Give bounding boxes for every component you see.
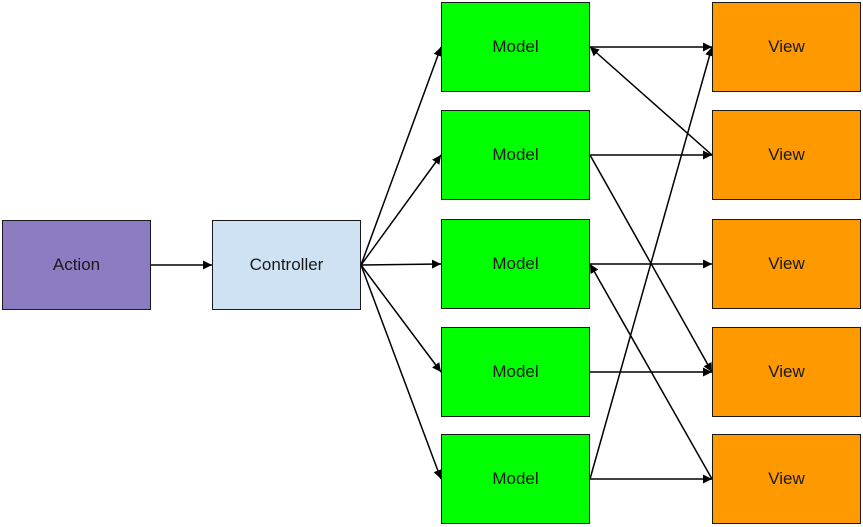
view-node: View: [712, 219, 861, 309]
model-label: Model: [492, 254, 539, 273]
action-label: Action: [52, 255, 101, 274]
model-label: Model: [492, 469, 539, 488]
model-label: Model: [492, 37, 539, 56]
view-label: View: [768, 37, 805, 56]
model-label: Model: [492, 362, 539, 381]
arrow-controller-to-m1: [360, 154, 442, 266]
controller-node: Controller: [212, 220, 361, 310]
model-label: Model: [492, 145, 539, 164]
view-node: View: [712, 110, 861, 200]
action-node: Action: [2, 220, 151, 310]
arrow-v1-to-m0: [589, 46, 713, 156]
model-node: Model: [441, 110, 590, 200]
view-label: View: [768, 254, 805, 273]
arrow-m4-to-v0: [589, 46, 714, 480]
view-node: View: [712, 434, 861, 524]
arrow-controller-to-m2: [360, 259, 442, 269]
view-node: View: [712, 327, 861, 417]
view-node: View: [712, 2, 861, 92]
view-label: View: [768, 145, 805, 164]
arrow-controller-to-m0: [360, 46, 443, 266]
model-node: Model: [441, 2, 590, 92]
model-node: Model: [441, 434, 590, 524]
view-label: View: [768, 469, 805, 488]
arrow-controller-to-m4: [360, 264, 443, 480]
arrow-controller-to-m3: [360, 264, 442, 373]
model-node: Model: [441, 327, 590, 417]
controller-label: Controller: [249, 255, 324, 274]
view-label: View: [768, 362, 805, 381]
model-node: Model: [441, 219, 590, 309]
